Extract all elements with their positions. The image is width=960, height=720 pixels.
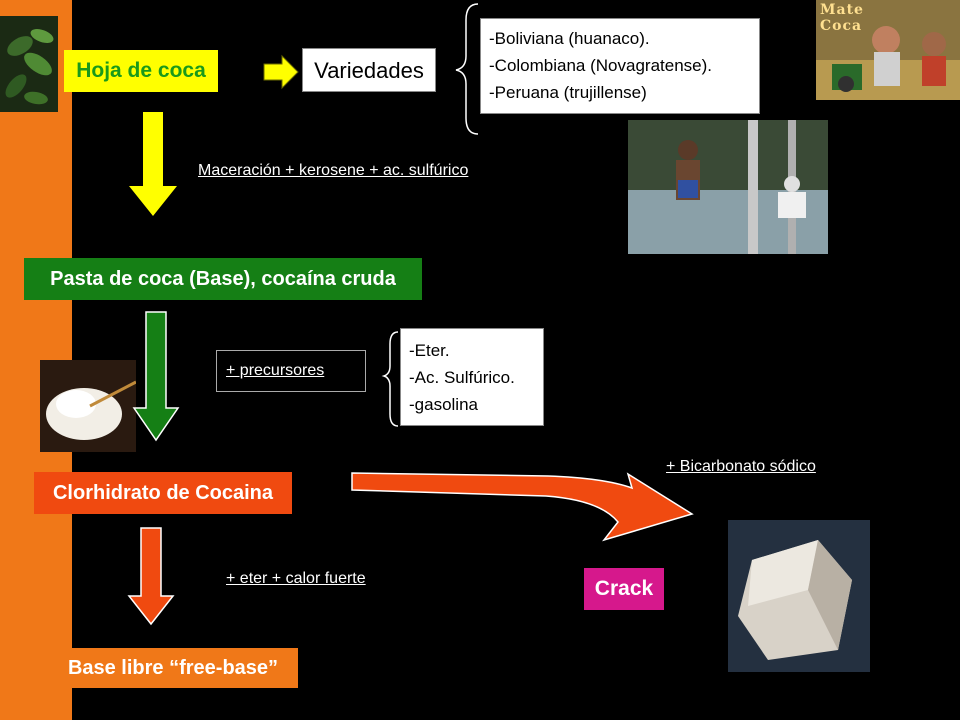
annotation-eter-calor: + eter + calor fuerte	[226, 570, 366, 587]
arrow-pasta-to-clorhidrato	[132, 311, 180, 442]
cocaine-powder-photo	[40, 360, 136, 452]
precursor-eter: -Eter.	[409, 341, 450, 360]
precursores-list: -Eter. -Ac. Sulfúrico. -gasolina	[400, 328, 544, 426]
variedad-colombiana: -Colombiana (Novagratense).	[489, 56, 712, 75]
node-pasta-de-coca: Pasta de coca (Base), cocaína cruda	[24, 258, 422, 300]
variedad-boliviana: -Boliviana (huanaco).	[489, 29, 650, 48]
coca-leaf-photo	[0, 16, 58, 112]
arrow-to-variedades	[263, 54, 299, 90]
annotation-bicarbonato: + Bicarbonato sódico	[666, 458, 816, 475]
brace-variedades	[455, 3, 479, 135]
variedad-peruana: -Peruana (trujillense)	[489, 83, 647, 102]
mate-coca-photo: Mate Coca	[816, 0, 960, 100]
maceration-pit-photo	[628, 120, 828, 254]
node-base-libre: Base libre “free-base”	[48, 648, 298, 688]
arrow-clorhidrato-to-crack	[351, 472, 694, 542]
coca-word: Coca	[820, 18, 863, 34]
mate-word: Mate	[820, 2, 864, 18]
annotation-maceracion: Maceración + kerosene + ac. sulfúrico	[198, 162, 469, 179]
node-clorhidrato: Clorhidrato de Cocaina	[34, 472, 292, 514]
node-hoja-de-coca: Hoja de coca	[64, 50, 218, 92]
annotation-precursores: + precursores	[226, 362, 325, 379]
arrow-clorhidrato-to-base-libre	[127, 527, 175, 626]
crack-rock-photo	[728, 520, 870, 672]
precursor-gasolina: -gasolina	[409, 395, 478, 414]
node-variedades: Variedades	[302, 48, 436, 92]
node-crack: Crack	[584, 568, 664, 610]
precursores-box	[216, 350, 366, 392]
mate-coca-label: Mate Coca	[820, 2, 864, 34]
arrow-hoja-to-pasta	[129, 112, 177, 216]
variedades-list: -Boliviana (huanaco). -Colombiana (Novag…	[480, 18, 760, 114]
brace-precursores	[381, 331, 399, 427]
precursor-sulfurico: -Ac. Sulfúrico.	[409, 368, 515, 387]
